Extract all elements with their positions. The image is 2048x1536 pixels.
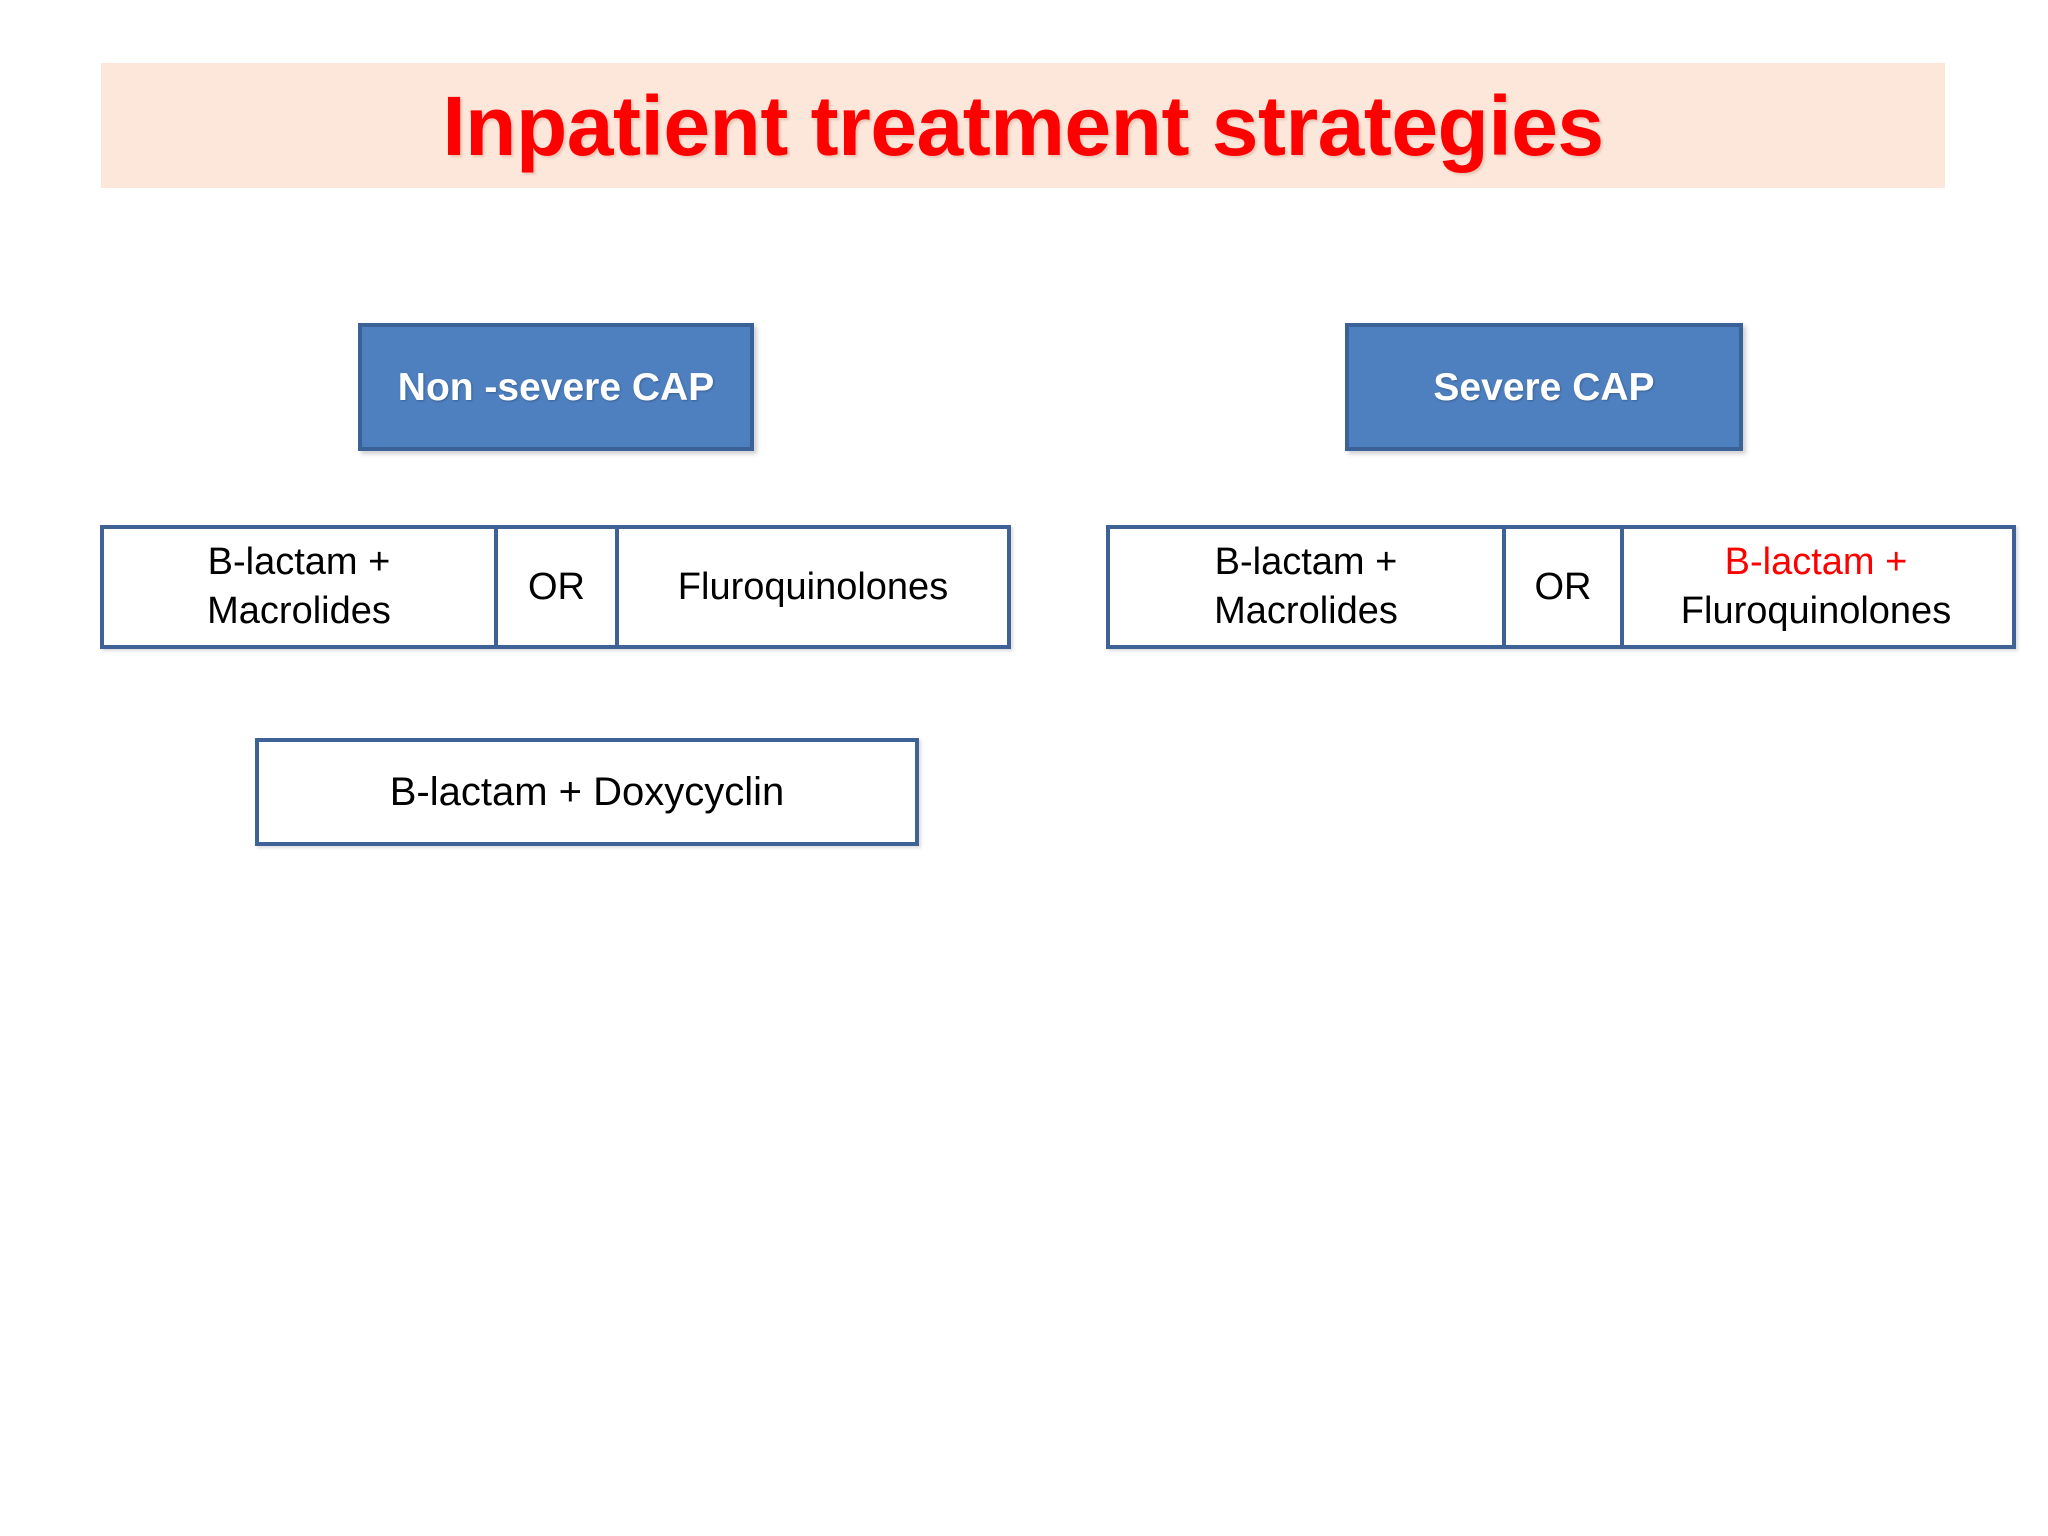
title-band: Inpatient treatment strategies xyxy=(101,63,1945,188)
page-title: Inpatient treatment strategies xyxy=(442,78,1604,173)
option-line: OR xyxy=(1534,565,1592,608)
option-line: Fluroquinolones xyxy=(1680,590,1952,632)
option-cell-regimen-primary: B-lactam + Macrolides xyxy=(104,529,494,645)
option-cell-regimen-alternative: Fluroquinolones xyxy=(615,529,1007,645)
category-header-severe-cap[interactable]: Severe CAP xyxy=(1345,323,1743,451)
option-line: Macrolides xyxy=(1214,590,1398,632)
treatment-option-doxycyclin: B-lactam + Doxycyclin xyxy=(255,738,919,846)
option-line: B-lactam + xyxy=(207,541,391,584)
option-cell-conjunction: OR xyxy=(1502,529,1620,645)
category-header-label: Severe CAP xyxy=(1433,365,1655,409)
option-cell-regimen-primary: B-lactam + Macrolides xyxy=(1110,529,1502,645)
option-line: Fluroquinolones xyxy=(677,565,949,608)
option-cell-regimen-alternative: B-lactam + Fluroquinolones xyxy=(1620,529,2008,645)
treatment-options-severe-cap: B-lactam + Macrolides OR B-lactam + Flur… xyxy=(1106,525,2016,649)
category-header-non-severe-cap[interactable]: Non -severe CAP xyxy=(358,323,754,451)
option-line: B-lactam + Doxycyclin xyxy=(389,770,785,814)
option-line: B-lactam + xyxy=(1214,541,1398,584)
option-line: Macrolides xyxy=(207,590,391,632)
option-line: OR xyxy=(528,565,585,608)
treatment-options-non-severe-cap: B-lactam + Macrolides OR Fluroquinolones xyxy=(100,525,1011,649)
category-header-label: Non -severe CAP xyxy=(397,365,715,409)
option-line-highlighted: B-lactam + xyxy=(1724,541,1908,584)
option-cell-conjunction: OR xyxy=(494,529,615,645)
